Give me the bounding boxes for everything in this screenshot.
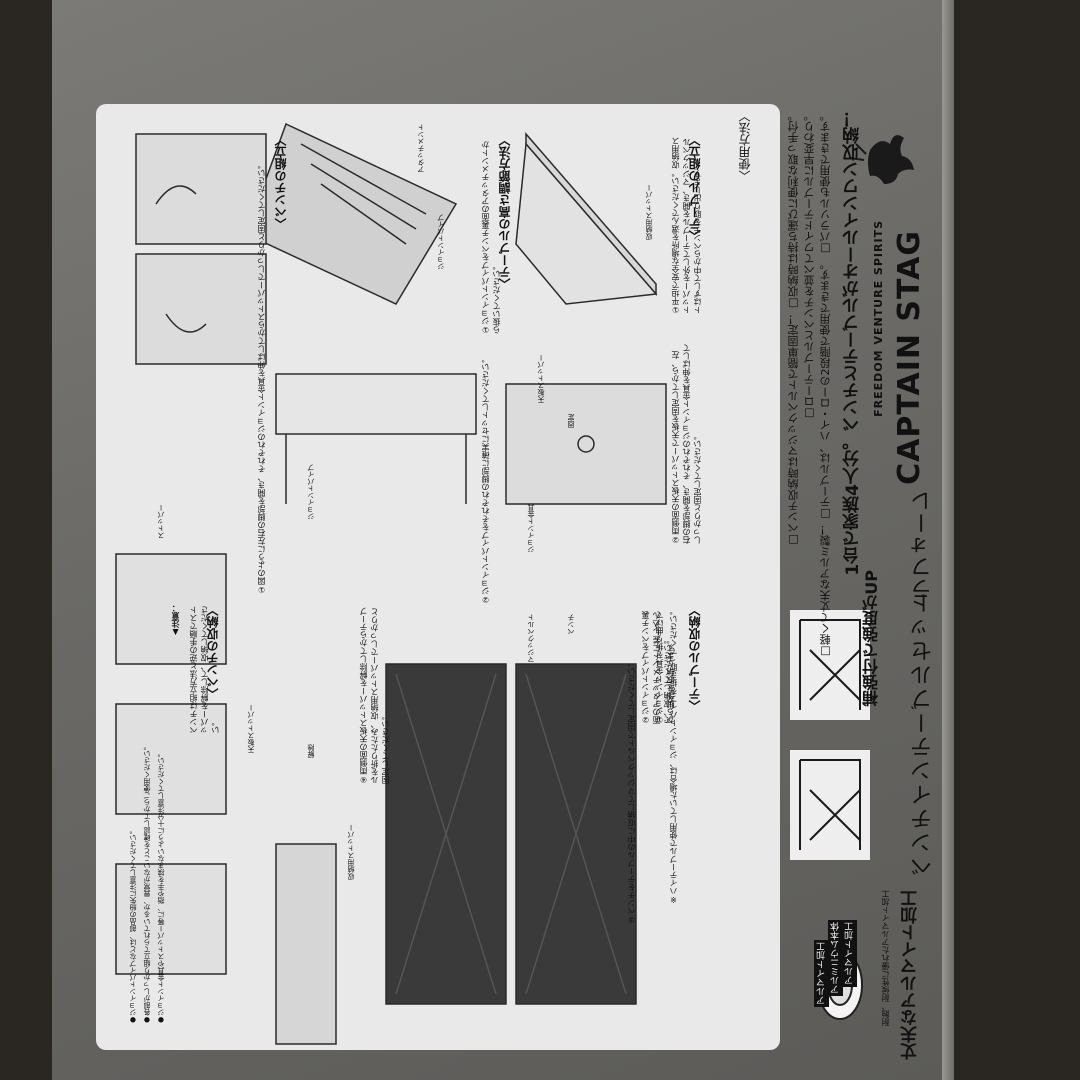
table-storage-step3: ③ベンチをテーブルの中に収納してマジックベルトで固定してください。 (627, 659, 636, 924)
product-series: ラフォーレ (911, 490, 936, 600)
usage-title: 〈使用方法〉 (738, 110, 752, 182)
label-release: 解除 (307, 744, 315, 758)
bench-storage-text: ベンチは組立方法と逆の手順でストッパーを解除して、収納してください。 (189, 606, 220, 734)
bench-assembly-title: 〈ベンチの組立〉 (274, 134, 288, 230)
label-storage-stopper-2: 収納用ストッパー (347, 824, 355, 880)
label-alumite-2: アルマイト加工 (814, 940, 829, 1007)
product-headline: 1台で家族4人分。ベンチとテーブルがオールインワン収納！ (843, 110, 863, 576)
label-joint-pipe: ジョイントパイプ (437, 214, 445, 270)
feature-3: □ベンチ収納時はマジックベルトで簡単固定！ □収納時は持ち運びに便利な取っ手付。 (787, 110, 800, 547)
feature-2: □ローテーブルとベンチを並べてワイドテーブルに早変わり。 (803, 110, 816, 420)
alumite-title: 丈夫なアルマイト加工 (901, 890, 921, 1060)
caution-3: ●ジョイントパイプなどは、部品の紛失に注意してください。 (129, 827, 137, 1024)
bench-assembly-step1: ①図のように左右の脚部を開き、それぞれのジョイント金具を伸ばしてからストッパーで… (257, 161, 266, 594)
label-aluminum-body: アルミニウム本体 (828, 920, 843, 996)
caution-title: ▲注意： (171, 604, 180, 637)
label-bench: ベンチ (567, 614, 575, 635)
label-alumite-1: アルマイト加工 (842, 920, 857, 987)
table-height-step1: ①ジョイントパイプをベンチ裏面のアタッチメントから抜いてください。 (481, 141, 501, 334)
caution-1: ●ジョイント金具やストッパー等に、指や手を挟まないように十分注意してください。 (157, 750, 165, 1024)
alumite-note: 耐蝕、耐候性に優れたアルマイト加工 (881, 890, 890, 1026)
label-joint-fitting: ジョイント金具 (527, 504, 535, 553)
product-name: ベンチインテーブルセット (911, 590, 936, 878)
table-storage-step2: ②ジョイントパイプをベンチ裏面のアタッチメントに差し込んで、収納してください。 (641, 611, 672, 724)
table-storage-title: 〈テーブルの収納〉 (688, 604, 702, 712)
table-assembly-step1: ①平坦で安全な場所を選んでください。収納用ストッパーを外してテーブルを開き、マジ… (671, 137, 702, 314)
label-stopper: ストッパー (157, 504, 165, 539)
brand-name: CAPTAIN STAG (892, 230, 927, 485)
box-edge (942, 0, 954, 1080)
reinforced-label: 補強付で強度がUP (862, 570, 881, 707)
table-assembly-step2: ②両側面の天板ストッパーで天板を固定してから、左右の脚部を開き、それぞれのジョイ… (671, 344, 702, 544)
label-top-stopper-2: 天板ストッパー (247, 704, 255, 753)
table-height-step2: ②ジョイントパイプをそれぞれの脚部に確実にセットしてください。 (481, 355, 490, 604)
label-top-stopper: 天板ストッパー (537, 354, 545, 403)
label-joint-pipe-2: ジョイントパイプ (307, 464, 315, 520)
label-fix: 固定 (567, 414, 575, 428)
box-header-strip: CAPTAIN STAG FREEDOM VENTURE SPIRITS ラフォ… (780, 90, 950, 1060)
brand-tagline: FREEDOM VENTURE SPIRITS (872, 220, 885, 417)
caution-2: ●各部がしっかり組立てられているか、異常がないことを確認してからご使用ください。 (143, 743, 151, 1024)
feature-1: □軽くて丈夫なアルミ製！ □テーブルは、ハイ・ローの2段階で使用できます。 □パ… (819, 110, 832, 658)
label-storage-stopper: 収納用ストッパー (645, 184, 653, 240)
table-storage-step4: ④両側面の天板ストッパーを解除してからテーブルを折りたたみ、収納用ストッパーでし… (359, 607, 390, 784)
assembly-illustrations (115, 122, 667, 1045)
label-attachment: アタッチメント (417, 124, 425, 173)
label-magic-belt: マジックベルト (527, 614, 535, 663)
instruction-panel: 〈使用方法〉 〈テーブルの組立〉 ①平坦で安全な場所を選んでください。収納用スト… (96, 104, 780, 1050)
